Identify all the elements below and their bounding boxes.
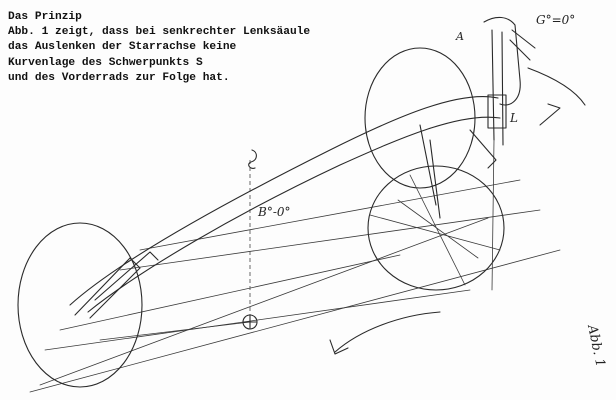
perspective-line xyxy=(44,289,471,351)
cg-tick xyxy=(248,149,257,169)
caption-block: Das Prinzip Abb. 1 zeigt, dass bei senkr… xyxy=(8,10,310,86)
front-wheel xyxy=(367,165,505,291)
lean-angle-label: B°-0° xyxy=(257,205,291,219)
corner-mark-label: A xyxy=(455,30,464,43)
steer-angle-arc xyxy=(527,67,586,106)
handlebar xyxy=(483,16,521,106)
rear-wheel xyxy=(17,222,143,388)
steer-angle-arrow xyxy=(539,103,561,126)
caption-line: das Auslenken der Starrachse keine xyxy=(8,41,237,54)
frame-rear-hook xyxy=(94,251,159,301)
cg-marker xyxy=(242,314,258,330)
frame-rear-fork xyxy=(74,257,141,319)
axle-line xyxy=(139,179,521,251)
ground-line xyxy=(29,249,561,393)
lean-arc xyxy=(334,311,441,353)
caption-line: Kurvenlage des Schwerpunkts S xyxy=(8,56,203,69)
lean-arc-arrow xyxy=(329,339,349,355)
handle-mark-label: L xyxy=(509,111,518,125)
cg-marker-cross xyxy=(243,315,257,329)
front-fork xyxy=(419,124,441,219)
handlebar-grip xyxy=(509,29,536,61)
steering-column xyxy=(491,29,504,146)
steering-axis-line xyxy=(491,139,495,291)
front-fork-arm xyxy=(469,129,497,169)
perspective-line xyxy=(59,254,401,331)
caption-line: und des Vorderrads zur Folge hat. xyxy=(8,71,230,84)
perspective-line xyxy=(39,217,489,386)
perspective-line xyxy=(99,321,251,341)
steer-angle-label: G°=0° xyxy=(536,13,575,27)
rear-wheel-far xyxy=(364,47,476,189)
perspective-line xyxy=(119,209,541,271)
caption-line: Abb. 1 zeigt, dass bei senkrechter Lenks… xyxy=(8,26,311,39)
caption-title: Das Prinzip xyxy=(8,11,82,23)
figure-number-label: Abb. 1 xyxy=(584,323,608,369)
front-wheel-hub xyxy=(369,174,501,286)
steering-joint xyxy=(487,94,507,129)
frame-tube-bottom xyxy=(87,116,501,313)
